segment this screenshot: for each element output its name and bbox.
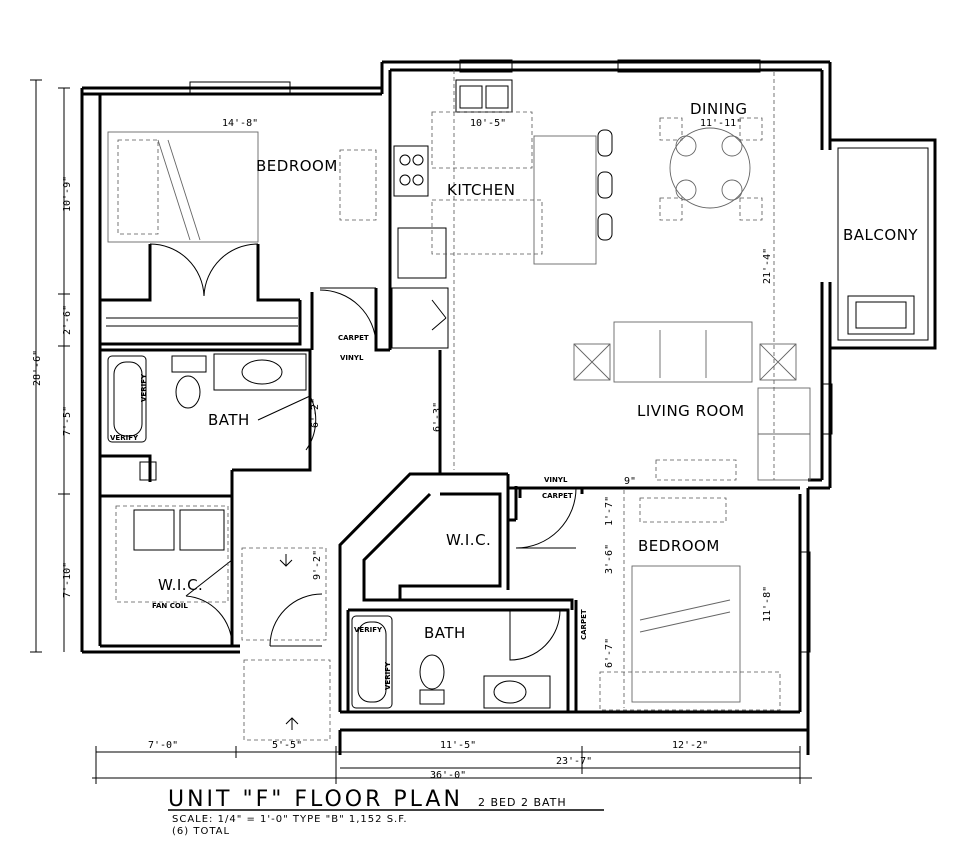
note-carpet-3: CARPET [580,609,588,640]
plan-scale: SCALE: 1/4" = 1'-0" TYPE "B" 1,152 S.F. [172,814,408,825]
dim-left-top: 10'-9" [62,176,73,212]
note-fan-coil: FAN COIL [152,602,188,610]
dim-bottom-right: 23'-7" [556,756,592,767]
furniture [107,79,811,741]
dim-dining-width: 11'-11" [700,118,742,129]
dim-living-height: 21'-4" [762,248,773,284]
dim-overall-height: 28'-6" [32,350,43,386]
room-label-kitchen: KITCHEN [447,181,516,199]
note-verify-4: VERIFY [384,661,392,690]
room-labels: BEDROOM KITCHEN DINING BALCONY LIVING RO… [158,100,918,642]
note-verify-1: VERIFY [140,373,148,402]
dimension-lines [30,70,812,784]
dim-bath-door: 6'-2" [310,398,321,428]
note-verify-3: VERIFY [354,626,383,634]
dimension-labels: 14'-8" 10'-5" 11'-11" 21'-4" 10'-9" 2'-6… [32,118,773,781]
dim-overall-width: 36'-0" [430,770,466,781]
windows [189,59,833,653]
note-carpet-2: CARPET [542,492,573,500]
room-label-bedroom-2: BEDROOM [638,537,720,555]
interior-walls [100,244,800,712]
dim-left-wic: 7'-10" [62,562,73,598]
room-label-bath-1: BATH [208,411,250,429]
note-verify-2: VERIFY [110,434,139,442]
doors [149,243,577,661]
note-vinyl-2: VINYL [544,476,568,484]
room-label-wic-1: W.I.C. [158,576,203,594]
plan-total: (6) TOTAL [172,826,230,837]
room-label-bedroom-1: BEDROOM [256,157,338,175]
room-label-balcony: BALCONY [843,226,918,244]
dim-bottom-1: 7'-0" [148,740,178,751]
note-carpet-1: CARPET [338,334,369,342]
room-label-wic-2: W.I.C. [446,531,491,549]
plan-title: UNIT "F" FLOOR PLAN [168,787,463,812]
dim-left-closet: 2'-6" [62,305,73,335]
plan-subtitle: 2 BED 2 BATH [478,796,567,809]
dim-kitchen-width: 10'-5" [470,118,506,129]
dim-bedroom-2-c: 6'-7" [604,638,615,668]
dim-hall: 6'-3" [432,402,443,432]
dim-bedroom-2-b: 3'-6" [604,544,615,574]
dim-bedroom-2-height: 11'-8" [762,586,773,622]
dim-bottom-3: 11'-5" [440,740,476,751]
balcony [830,138,937,350]
dim-wic-gap: 9" [624,476,636,487]
dim-hall-lower: 9'-2" [312,550,323,580]
room-label-dining: DINING [690,100,747,118]
dim-left-bath: 7'-5" [62,406,73,436]
note-vinyl-1: VINYL [340,354,364,362]
room-label-bath-2: BATH [424,624,466,642]
title-block: UNIT "F" FLOOR PLAN 2 BED 2 BATH SCALE: … [168,787,604,837]
dim-bottom-4: 12'-2" [672,740,708,751]
dim-bottom-2: 5'-5" [272,740,302,751]
room-label-living-room: LIVING ROOM [637,402,745,420]
dim-bedroom-1-width: 14'-8" [222,118,258,129]
dim-bedroom-2-a: 1'-7" [604,496,615,526]
floor-notes: CARPET VINYL VINYL CARPET CARPET VERIFY … [110,334,588,690]
